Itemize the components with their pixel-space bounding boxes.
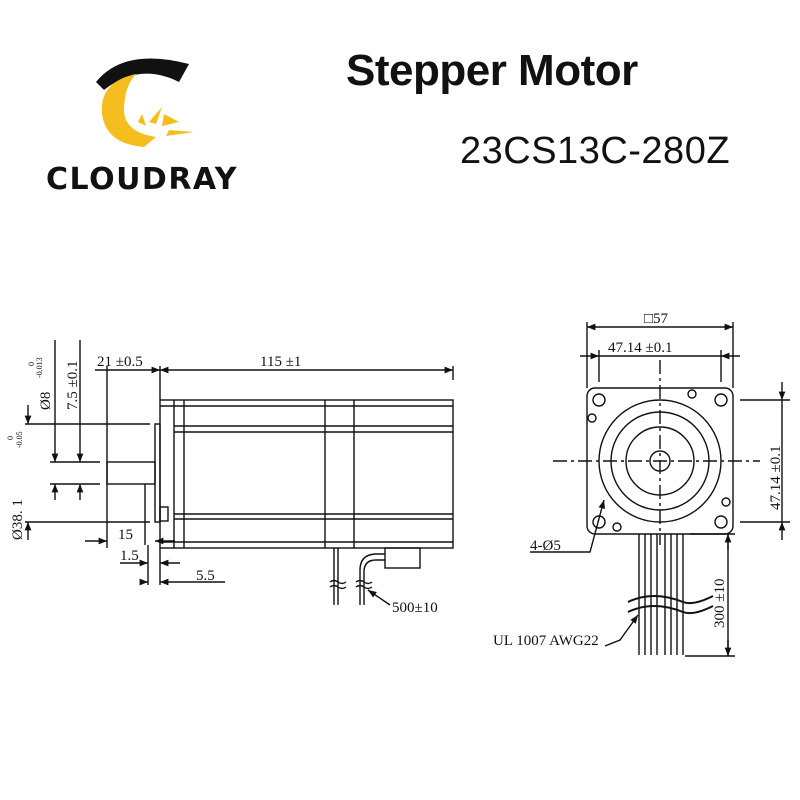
dim-pilot-height: 1.5 bbox=[120, 548, 139, 564]
dim-shaft-dia-tol-upper: 0 bbox=[27, 362, 36, 366]
brand-name: CLOUDRAY bbox=[46, 162, 238, 197]
dim-flat: 7.5 ±0.1 bbox=[65, 361, 81, 410]
brand-logo bbox=[94, 52, 194, 152]
front-view-labels: □57 47.14 ±0.1 47.14 ±0.1 4-Ø5 300 ±10 U… bbox=[493, 311, 784, 649]
front-view bbox=[530, 322, 790, 657]
side-view bbox=[24, 340, 454, 606]
dim-encoder-cable: 500±10 bbox=[392, 600, 438, 616]
dim-pilot-dia: Ø38. 1 bbox=[10, 499, 26, 540]
dim-flange: 5.5 bbox=[196, 568, 215, 584]
page-title: Stepper Motor bbox=[346, 46, 638, 95]
cloudray-logo-icon bbox=[96, 58, 194, 147]
dim-flat-length: 15 bbox=[118, 527, 133, 543]
dim-square: □57 bbox=[644, 311, 669, 327]
model-number: 23CS13C-280Z bbox=[460, 130, 731, 172]
dim-shaft-dia: Ø8 bbox=[38, 392, 54, 410]
dim-body-length: 115 ±1 bbox=[260, 354, 301, 370]
dim-shaft-length: 21 ±0.5 bbox=[97, 354, 143, 370]
dim-hole-spacing-h: 47.14 ±0.1 bbox=[608, 340, 672, 356]
dim-shaft-dia-tol-lower: -0.013 bbox=[35, 357, 44, 378]
dim-holes: 4-Ø5 bbox=[530, 538, 561, 554]
dim-hole-spacing-v: 47.14 ±0.1 bbox=[768, 446, 784, 510]
dim-pilot-dia-tol-lower: -0.05 bbox=[15, 431, 24, 448]
side-view-labels: 21 ±0.5 115 ±1 15 1.5 5.5 500±10 Ø8 -0.0… bbox=[6, 354, 438, 616]
wire-spec: UL 1007 AWG22 bbox=[493, 633, 599, 649]
dim-lead-length: 300 ±10 bbox=[712, 579, 728, 628]
dim-pilot-dia-tol-upper: 0 bbox=[6, 436, 15, 440]
